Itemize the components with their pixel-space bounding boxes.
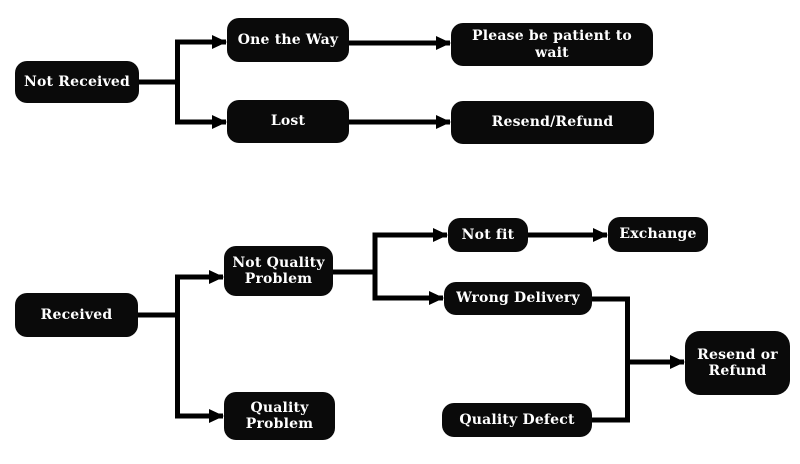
node-resend-or-refund: Resend or Refund	[685, 331, 790, 395]
node-wrong-delivery: Wrong Delivery	[444, 282, 592, 315]
connector-group-not-received	[139, 35, 451, 129]
node-not-quality-problem: Not Quality Problem	[224, 246, 333, 296]
node-not-received: Not Received	[15, 61, 139, 103]
node-received: Received	[15, 293, 138, 337]
node-quality-defect: Quality Defect	[442, 403, 592, 437]
node-one-the-way: One the Way	[227, 18, 349, 62]
node-please-be-patient: Please be patient to wait	[451, 23, 653, 66]
node-quality-problem: Quality Problem	[224, 392, 335, 440]
node-not-fit: Not fit	[448, 218, 528, 252]
node-resend-refund: Resend/Refund	[451, 101, 654, 144]
node-exchange: Exchange	[608, 217, 708, 252]
connector-group-received	[138, 228, 685, 423]
node-lost: Lost	[227, 100, 349, 143]
